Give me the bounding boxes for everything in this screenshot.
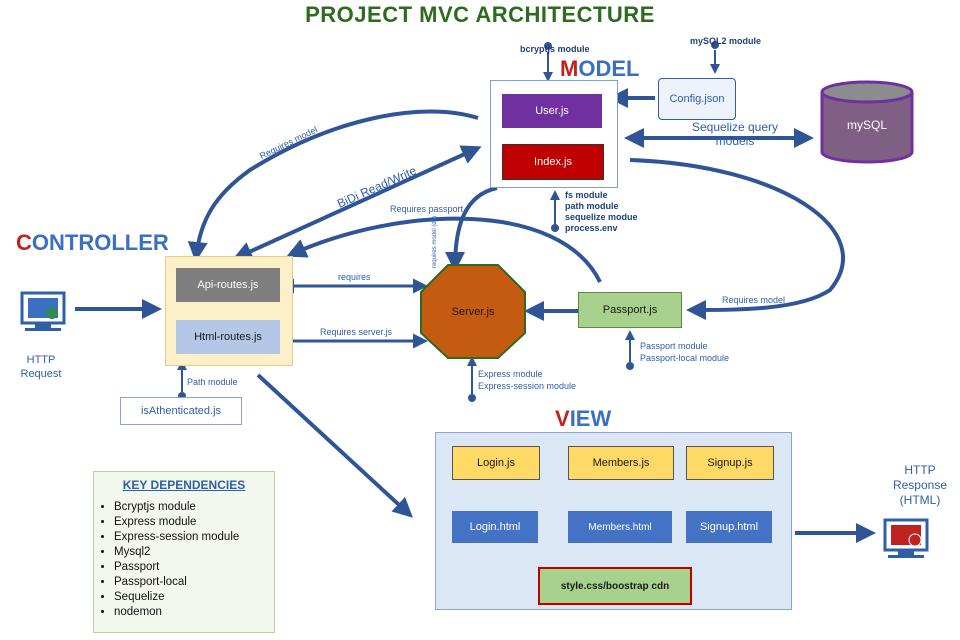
model-section-title: MODEL xyxy=(560,56,640,81)
http-request-label: HTTP Request xyxy=(20,354,62,380)
dependency-item: Bcryptjs module xyxy=(114,500,274,515)
requires-model-right-label: Requires model xyxy=(722,295,786,305)
login-html-box[interactable]: Login.html xyxy=(452,511,538,543)
requires-passport-label: Requires passport xyxy=(390,204,464,214)
api-routes-box[interactable]: Api-routes.js xyxy=(176,268,280,302)
requires-server-label: Requires server.js xyxy=(320,327,393,337)
server-octagon xyxy=(420,264,526,359)
mysql-cylinder xyxy=(820,80,914,164)
dependency-item: Express-session module xyxy=(114,530,274,545)
arrow-controller-view xyxy=(256,373,413,518)
arrow-requires-model-db xyxy=(445,186,498,272)
dependency-item: Passport xyxy=(114,560,274,575)
signup-js-box[interactable]: Signup.js xyxy=(686,446,774,480)
dependency-item: Sequelize xyxy=(114,590,274,605)
members-html-box[interactable]: Members.html xyxy=(568,511,672,543)
user-js-box[interactable]: User.js xyxy=(502,94,602,128)
arrow-requires-model-right xyxy=(629,158,845,320)
signup-html-box[interactable]: Signup.html xyxy=(686,511,772,543)
dependency-item: Passport-local xyxy=(114,575,274,590)
http-response-monitor xyxy=(883,518,929,558)
dependency-item: nodemon xyxy=(114,605,274,620)
arrow-bidi xyxy=(232,145,482,261)
view-section-title: VIEW xyxy=(555,406,612,431)
http-request-monitor xyxy=(20,291,66,331)
style-css-box[interactable]: style.css/boostrap cdn xyxy=(538,567,692,605)
login-js-box[interactable]: Login.js xyxy=(452,446,540,480)
html-routes-box[interactable]: Html-routes.js xyxy=(176,320,280,354)
arrow-requires-passport xyxy=(286,216,602,283)
server-modules: Express module Express-session module xyxy=(478,369,577,391)
passport-modules: Passport module Passport-local module xyxy=(640,341,730,363)
dependency-item: Express module xyxy=(114,515,274,530)
members-js-box[interactable]: Members.js xyxy=(568,446,674,480)
isauthenticated-box[interactable]: isAthenticated.js xyxy=(120,397,242,425)
server-js-label[interactable]: Server.js xyxy=(451,306,495,318)
key-dependencies-title: KEY DEPENDENCIES xyxy=(122,478,246,492)
key-dependencies-box: KEY DEPENDENCIES Bcryptjs module Express… xyxy=(93,471,275,633)
mysql-label: mySQL xyxy=(846,118,887,132)
requires-label: requires xyxy=(338,272,371,282)
path-module-label: Path module xyxy=(187,377,238,387)
bcrypt-label: bcryptjs module xyxy=(520,44,590,54)
mysql2-label: mySQL2 module xyxy=(690,36,762,46)
index-modules: fs module path module sequelize modue pr… xyxy=(565,190,638,233)
http-response-label: HTTP Response (HTML) xyxy=(892,463,948,507)
passport-js-box[interactable]: Passport.js xyxy=(578,292,682,328)
config-json-box[interactable]: Config.json xyxy=(658,78,736,120)
index-js-box[interactable]: Index.js xyxy=(502,144,604,180)
key-dependencies-list: Bcryptjs module Express module Express-s… xyxy=(94,500,274,620)
sequelize-query-label: Sequelize query models xyxy=(691,120,779,148)
controller-section-title: CONTROLLER xyxy=(16,230,169,255)
dependency-item: Mysql2 xyxy=(114,545,274,560)
page-title: PROJECT MVC ARCHITECTURE xyxy=(305,2,655,27)
